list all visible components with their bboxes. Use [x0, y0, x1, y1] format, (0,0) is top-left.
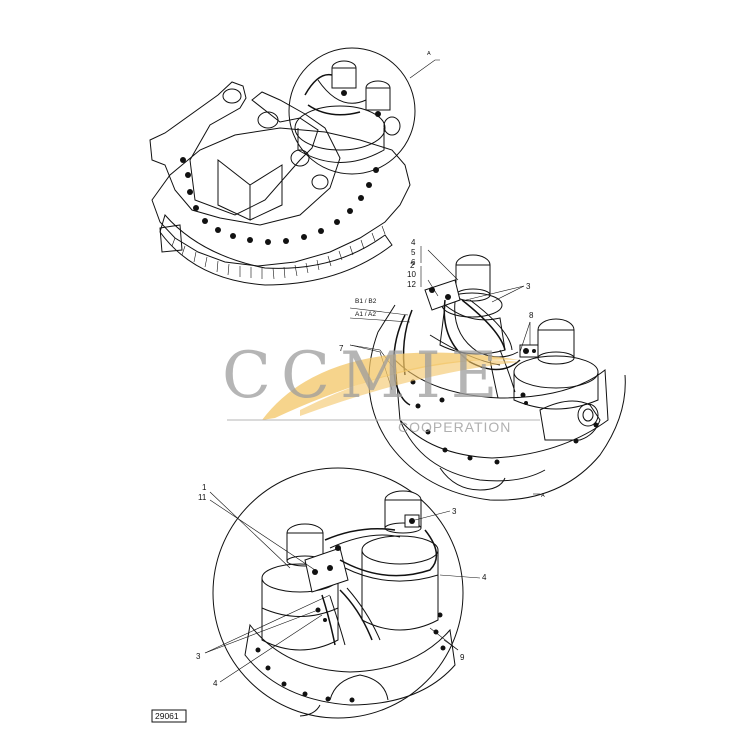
view-letter-bottom: A — [541, 493, 545, 499]
callout-11: 11 — [198, 493, 207, 502]
callout-1: 1 — [202, 483, 207, 492]
drawing-number-box: 29061 — [151, 709, 187, 723]
drawing-number: 29061 — [155, 711, 179, 721]
callout-3-detail-a: 3 — [526, 282, 531, 291]
callout-4: 4 — [411, 238, 416, 247]
bolt-circle — [180, 157, 379, 245]
watermark-subtitle: COOPERATION — [398, 419, 511, 435]
callout-4-bottom: 4 — [213, 679, 218, 688]
callout-3-bottom-top: 3 — [452, 507, 457, 516]
bottom-leaders — [204, 491, 481, 683]
callout-12: 12 — [407, 280, 416, 289]
callout-8: 8 — [529, 311, 534, 320]
callout-4-bottom-right: 4 — [482, 573, 487, 582]
port-label-b: B1 / B2 — [355, 298, 377, 305]
detail-a-leaders — [349, 246, 540, 495]
watermark-letters: CCMIE — [222, 339, 507, 413]
detail-circle-top: A — [288, 47, 440, 175]
callout-6: 6 — [411, 258, 416, 267]
callout-10: 10 — [407, 270, 416, 279]
view-letter-top: A — [427, 51, 431, 57]
port-label-a: A1 / A2 — [355, 311, 376, 318]
overview-assembly — [149, 81, 411, 286]
callout-2-main: 2 — [410, 261, 415, 270]
callout-7: 7 — [339, 344, 344, 353]
ccmie-watermark: CCMIE COOPERATION — [222, 339, 540, 435]
bottom-housing-bolts — [255, 612, 446, 703]
gear-teeth — [171, 225, 386, 280]
callout-9: 9 — [460, 653, 465, 662]
detail-bottom-view: 1 11 3 4 3 9 4 — [196, 467, 487, 719]
callout-3-bottom-left: 3 — [196, 652, 201, 661]
callout-5: 5 — [411, 248, 416, 257]
